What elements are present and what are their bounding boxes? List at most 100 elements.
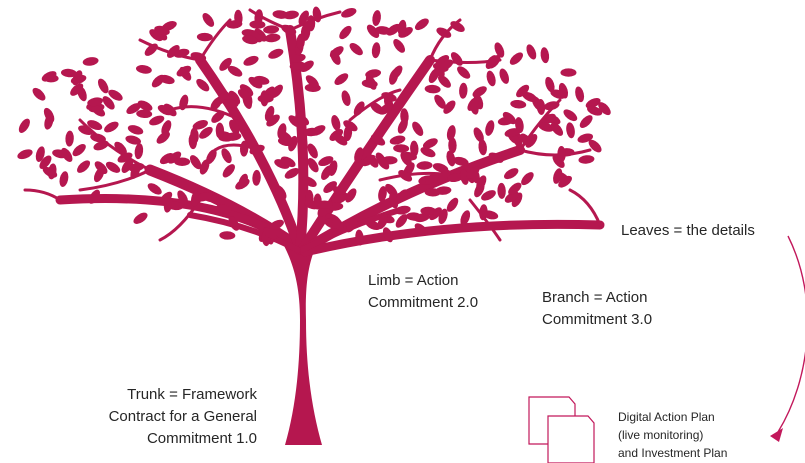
leaf (42, 166, 58, 178)
leaf (428, 68, 440, 84)
leaf (159, 74, 175, 85)
leaf (159, 152, 175, 165)
leaf (254, 28, 267, 42)
leaf (414, 18, 429, 31)
leaf (598, 102, 611, 116)
leaf (125, 135, 142, 145)
leaf (424, 84, 441, 94)
leaf (460, 210, 471, 226)
leaf (275, 185, 287, 200)
leaf (221, 148, 232, 164)
leaf (438, 75, 451, 88)
leaf (382, 227, 394, 243)
leaf (466, 166, 480, 179)
leaf (341, 90, 351, 107)
leaf (410, 140, 419, 157)
leaf (133, 212, 148, 224)
leaf (289, 53, 306, 63)
leaf (87, 120, 103, 131)
leaf (199, 159, 210, 175)
leaf (307, 143, 318, 159)
leaf (316, 200, 333, 209)
leaf (457, 66, 471, 79)
leaf (239, 140, 249, 157)
leaf (560, 68, 577, 77)
leaf (538, 122, 554, 132)
leaf (228, 216, 240, 231)
leaf (478, 139, 487, 156)
leaf (264, 105, 275, 122)
leaf (304, 200, 321, 210)
leaf (93, 140, 109, 151)
leaf (385, 183, 398, 198)
leaf (331, 216, 344, 231)
leaf (395, 214, 408, 228)
leaf (134, 143, 144, 160)
leaf (318, 156, 334, 167)
leaf (18, 118, 30, 133)
leaf (499, 68, 509, 84)
leaf (323, 181, 337, 194)
leaf (121, 159, 134, 173)
leaf (90, 133, 106, 143)
leaf (219, 231, 236, 240)
leaf (117, 152, 133, 163)
leaf (447, 173, 464, 183)
leaf (192, 120, 208, 130)
leaf (398, 169, 413, 182)
leaf (472, 86, 487, 98)
leaf (494, 42, 505, 58)
leaf (257, 94, 274, 103)
leaf (227, 65, 243, 77)
leaf (284, 168, 300, 179)
leaf (277, 123, 287, 139)
leaf (41, 71, 57, 82)
leaf (366, 24, 380, 38)
leaf (242, 35, 258, 45)
leaf (334, 73, 349, 85)
tree-trunk (282, 242, 322, 445)
leaf (97, 78, 109, 94)
leaf (149, 115, 165, 126)
leaf (429, 207, 442, 221)
leaf (127, 125, 144, 135)
tree-silhouette (17, 6, 611, 445)
leaf (579, 115, 593, 128)
leaf (157, 104, 173, 116)
leaf (105, 161, 121, 173)
leaves-label: Leaves = the details (621, 222, 755, 239)
leaf (270, 84, 283, 98)
leaf (481, 190, 496, 201)
leaf (94, 161, 108, 175)
leaf (389, 135, 406, 145)
plan-label-line-3: and Investment Plan (618, 446, 728, 460)
leaf (509, 52, 523, 65)
leaf (59, 171, 69, 187)
leaf (432, 163, 449, 173)
leaf (249, 20, 266, 29)
leaf (299, 60, 314, 72)
leaf (243, 55, 259, 66)
leaf (312, 6, 322, 23)
leaf (269, 219, 284, 231)
leaf (420, 147, 436, 158)
curved-arrow-icon (770, 235, 805, 442)
leaf (237, 89, 252, 102)
leaf (82, 57, 99, 66)
leaf (485, 120, 495, 136)
leaf (263, 25, 280, 34)
leaf (215, 122, 225, 139)
limb-label-line-2: Commitment 2.0 (368, 294, 479, 311)
leaf (174, 157, 191, 166)
leaf (370, 134, 386, 146)
leaf (436, 169, 451, 181)
leaf (558, 175, 572, 188)
leaf (536, 98, 546, 115)
leaf (566, 122, 575, 139)
leaf (341, 8, 357, 18)
leaf (365, 75, 377, 90)
leaf (381, 92, 397, 102)
leaf (196, 32, 213, 42)
leaf (412, 121, 424, 136)
leaf (333, 133, 348, 146)
